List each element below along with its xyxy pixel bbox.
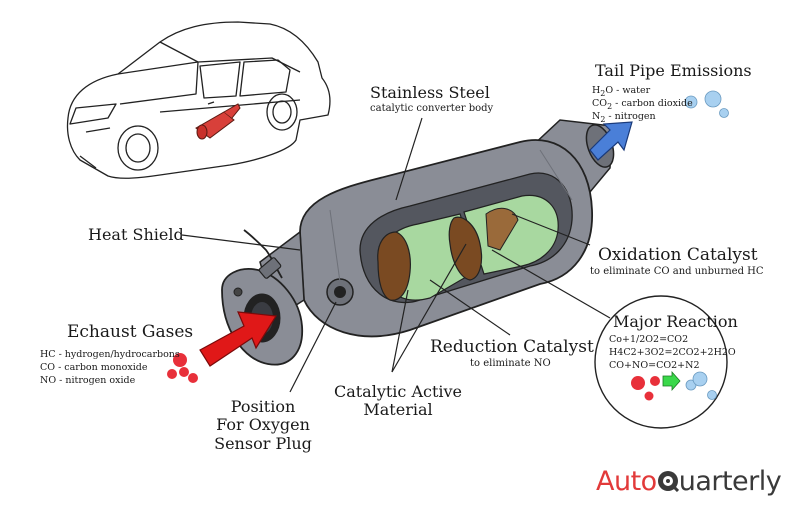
oxidation-title: Oxidation Catalyst: [598, 245, 758, 265]
outlet-arrow: [589, 121, 633, 161]
reaction-3: CO+NO=CO2+N2: [609, 360, 700, 371]
reduction-title: Reduction Catalyst: [430, 337, 594, 357]
reaction-2: H4C2+3O2=2CO2+2H2O: [609, 347, 736, 358]
major-reaction-circle: [594, 295, 728, 429]
heat-shield-label: Heat Shield: [88, 225, 184, 244]
exhaust-item-hc: HC - hydrogen/hydrocarbons: [40, 349, 180, 360]
leader-lines: [181, 117, 611, 393]
exhaust-item-no: NO - nitrogen oxide: [40, 375, 136, 386]
exhaust-item-co: CO - carbon monoxide: [40, 362, 148, 373]
tire-icon: [657, 468, 679, 493]
catalytic-material-label: Catalytic Active Material: [333, 382, 463, 420]
tailpipe-gas-bubbles: [684, 90, 729, 118]
oxidation-subtitle: to eliminate CO and unburned HC: [590, 266, 764, 277]
oxygen-sensor-label: Position For Oxygen Sensor Plug: [214, 397, 312, 453]
major-reaction-title: Major Reaction: [613, 312, 738, 331]
converter-body: [221, 119, 615, 366]
car-illustration: [66, 21, 331, 179]
tailpipe-item-co2: CO2 - carbon dioxide: [592, 98, 693, 111]
exhaust-title: Echaust Gases: [67, 322, 194, 342]
stainless-title: Stainless Steel: [370, 83, 490, 102]
reaction-1: Co+1/2O2=CO2: [609, 334, 689, 345]
tailpipe-title: Tail Pipe Emissions: [595, 61, 752, 80]
exhaust-gas-bubbles: [167, 353, 198, 383]
car-mini-converter: [195, 103, 241, 140]
tailpipe-item-water: H2O - water: [592, 85, 651, 98]
reduction-subtitle: to eliminate NO: [470, 358, 551, 369]
stainless-subtitle: catalytic converter body: [370, 103, 494, 114]
tailpipe-item-nitrogen: N2 - nitrogen: [592, 111, 656, 124]
inlet-arrow: [199, 311, 278, 367]
